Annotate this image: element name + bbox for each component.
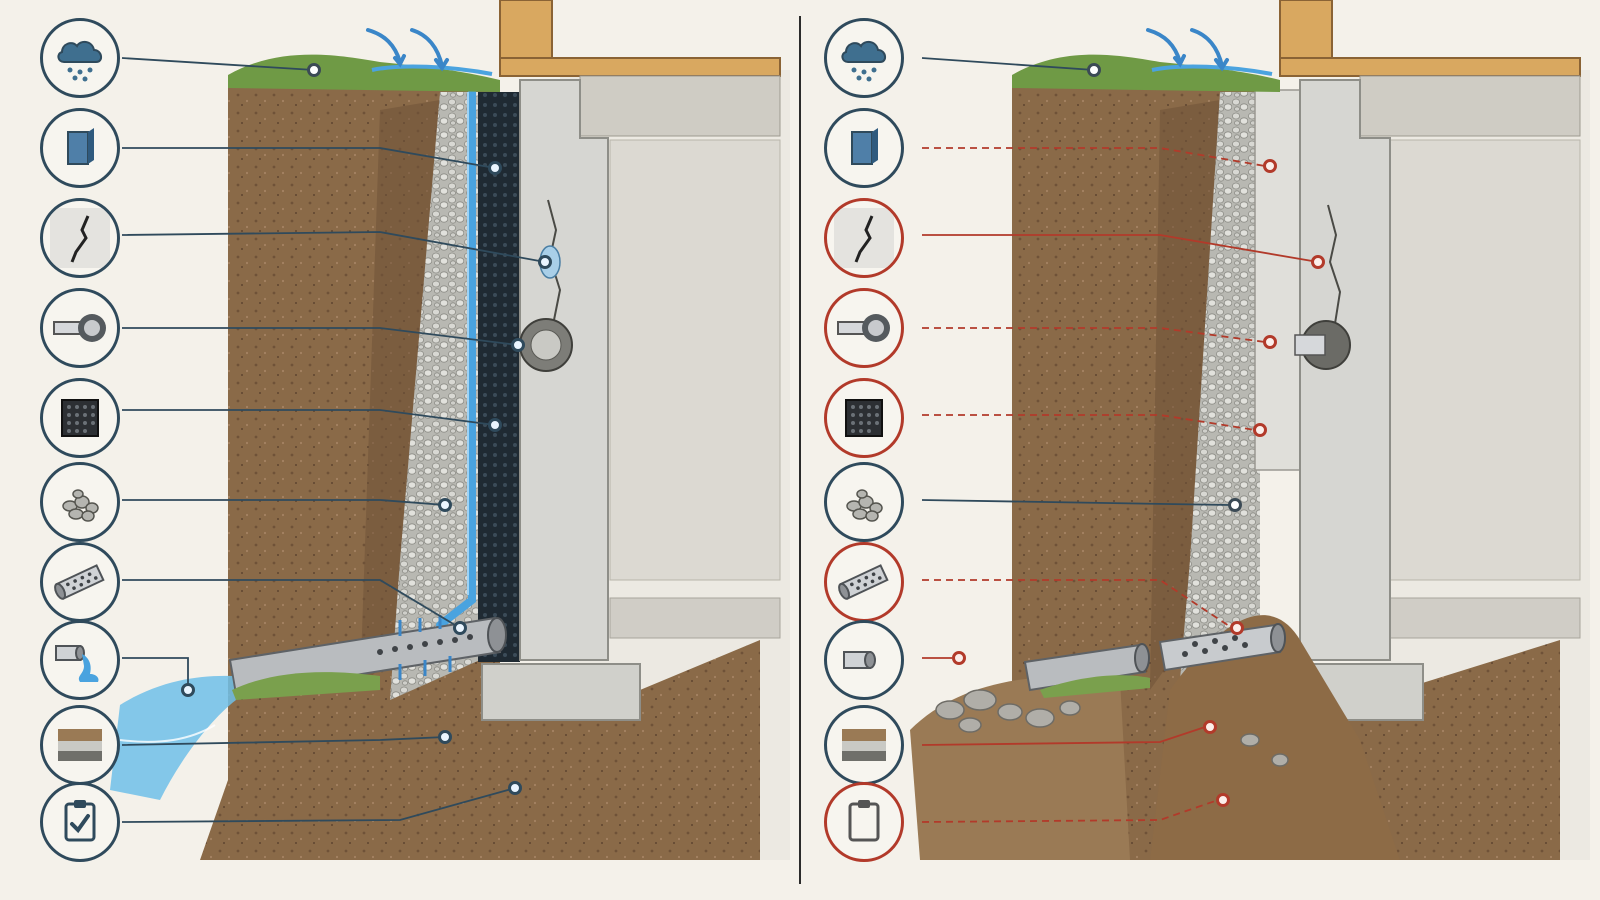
panel-failing-drainage [800,0,1600,900]
loose-rocks [935,689,1289,767]
pipe-penetration-icon [824,288,904,368]
foundation-wall [1299,79,1391,661]
callout-dot-soil [438,730,452,744]
callout-dot-pipe [1230,621,1244,635]
floor-joist [579,75,781,137]
membrane-panel-icon [40,108,120,188]
callout-dot-penetration [1263,335,1277,349]
callout-dot-gravel [438,498,452,512]
floor-joist [1359,75,1581,137]
callout-dot-inspection [508,781,522,795]
wall-crack [1327,204,1342,331]
failing-cross-section [910,0,1590,860]
collapsed-soil-mound [1150,615,1400,860]
detached-panel [1254,89,1301,471]
working-cross-section [110,0,781,860]
daylight-outlet-water [110,675,236,800]
drain-outlet-icon [824,620,904,700]
rain-cloud-icon [824,18,904,98]
grass-strip [228,54,500,92]
filter-fabric-icon [40,378,120,458]
clogged-perforated-pipe [1158,623,1286,672]
callout-dot-rain [307,63,321,77]
callout-dot-rain [1087,63,1101,77]
callout-dot-crack [1311,255,1325,269]
callout-dot-penetration [511,338,525,352]
wall-crack-icon [824,198,904,278]
panel-working-drainage [40,0,781,862]
leader-lines [121,57,546,823]
perforated-pipe-icon [824,542,904,622]
leader-line-rain [921,57,1095,71]
filter-fabric-icon [824,378,904,458]
wood-sill [499,57,781,77]
surface-water [1151,64,1273,76]
callout-dot-soil [1203,720,1217,734]
callout-dot-outlet [952,651,966,665]
rain-arrows [1146,28,1229,72]
surface-water [371,64,493,76]
gravel-backfill [1180,92,1260,680]
interior-wall-face [609,139,781,581]
wall-crack-icon [40,198,120,278]
membrane-panel-icon [824,108,904,188]
grass-strip [1012,54,1280,92]
interior-wall-face [1389,139,1581,581]
callout-dot-membrane [488,161,502,175]
gravel-backfill [390,92,480,700]
gravel-icon [40,462,120,542]
callout-dot-fabric [1253,423,1267,437]
basement-floor-slab [1389,597,1581,639]
foundation-wall [519,79,609,661]
rain-arrows [366,28,449,72]
water-flow-channel [436,86,476,629]
clipboard-empty-icon [824,782,904,862]
drain-outlet-icon [40,620,120,700]
callout-dot-crack [538,255,552,269]
inflow-arrows [398,615,452,680]
callout-dot-membrane [1263,159,1277,173]
basement-floor-slab [609,597,781,639]
callout-dot-inspection [1216,793,1230,807]
rain-cloud-icon [40,18,120,98]
outlet-grass [1040,675,1150,698]
fault-leader-lines [921,147,1319,823]
soil-layers-icon [40,705,120,785]
footing [481,663,641,721]
leader-line-gravel [921,499,1231,506]
callout-dot-fabric [488,418,502,432]
perforated-pipe-icon [40,542,120,622]
outlet-grass [232,672,380,700]
wood-sill [1279,57,1581,77]
callout-dot-pipe [453,621,467,635]
dimple-membrane [478,92,520,662]
callout-dot-outlet [181,683,195,697]
panel-divider [799,16,801,884]
clipboard-check-icon [40,782,120,862]
soil-layers-icon [824,705,904,785]
pipe-penetration-icon [40,288,120,368]
callout-dot-gravel [1228,498,1242,512]
separated-drain-pipe-section [1023,643,1150,692]
gravel-icon [824,462,904,542]
